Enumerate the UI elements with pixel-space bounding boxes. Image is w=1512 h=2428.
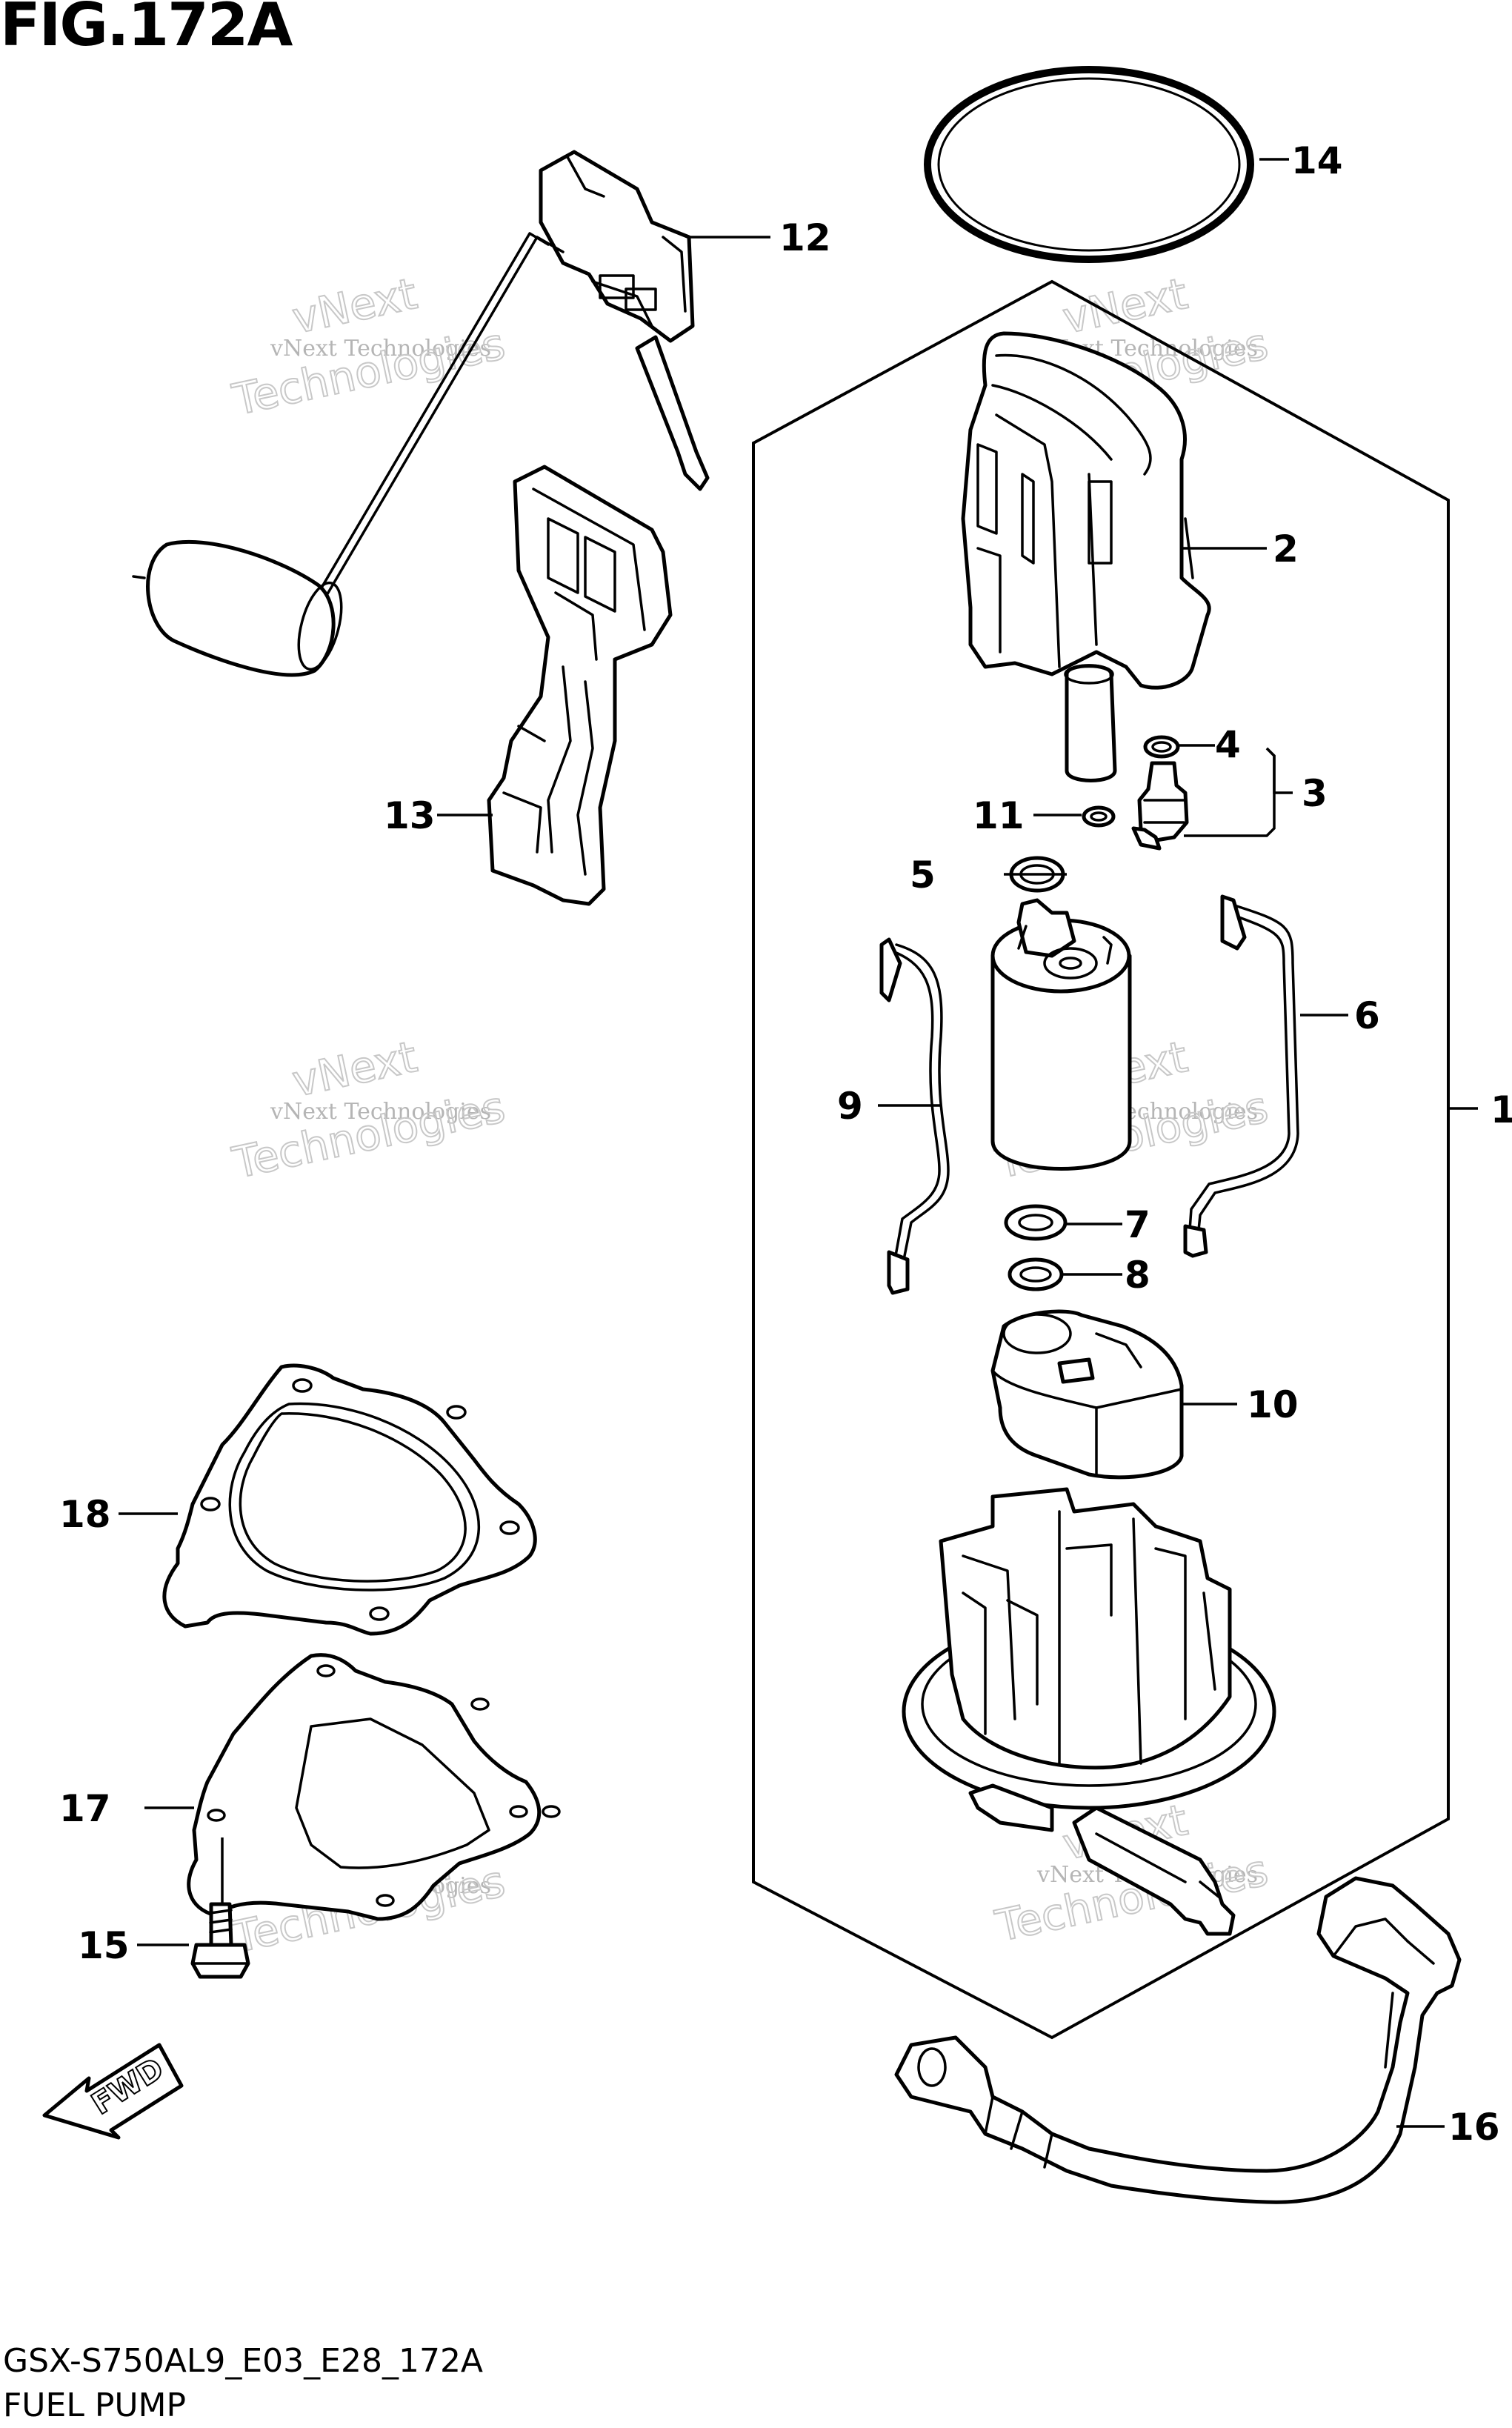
lead-wire-part-9 [879, 937, 950, 1295]
fwd-arrow-icon: FWD [42, 2043, 184, 2140]
figure-code: GSX-S750AL9_E03_E28_172A [3, 2342, 484, 2380]
watermark-mid-left: vNext Technologies vNext Technologies [227, 1031, 510, 1189]
callout-10: 10 [1247, 1383, 1299, 1426]
callout-8: 8 [1125, 1254, 1150, 1297]
callout-2: 2 [1273, 528, 1299, 571]
fuel-float-part-12 [132, 540, 343, 677]
figure-name: FUEL PUMP [3, 2387, 187, 2424]
svg-text:Technologies: Technologies [228, 1082, 510, 1188]
callout-15: 15 [78, 1924, 130, 1967]
callout-3: 3 [1302, 772, 1328, 815]
filter-cap-part-10 [990, 1309, 1184, 1480]
fuel-outlet-pipe [1072, 1806, 1236, 1936]
o-ring-part-4 [1143, 735, 1180, 759]
leader-lines [119, 158, 1478, 2128]
callout-5: 5 [910, 854, 936, 897]
callout-labels: 1 2 3 4 5 6 7 8 9 10 11 12 13 14 15 16 1… [59, 139, 1512, 2149]
pump-base-plate [902, 1487, 1276, 1832]
figure-title: FIG.172A [0, 0, 293, 59]
callout-4: 4 [1215, 723, 1241, 766]
svg-text:vNext: vNext [288, 1031, 422, 1107]
bracket-part-13 [487, 465, 673, 906]
callout-12: 12 [779, 216, 831, 259]
fuel-pump-motor [990, 898, 1132, 1171]
assembly-outline [752, 279, 1450, 2040]
callout-11: 11 [973, 794, 1025, 837]
plate-part-17 [187, 1653, 561, 1921]
callout-14: 14 [1291, 139, 1343, 182]
o-ring-part-14 [924, 66, 1254, 263]
callout-1: 1 [1491, 1088, 1512, 1131]
fuel-level-gauge-part-12 [317, 150, 710, 598]
pressure-regulator-part-3 [1131, 761, 1189, 851]
callout-6: 6 [1354, 994, 1380, 1037]
watermark-top-left: vNext Technologies vNext Technologies [227, 267, 510, 426]
o-ring-part-8 [1008, 1257, 1064, 1291]
fuel-hose-part-16 [894, 1876, 1462, 2204]
svg-text:vNext: vNext [288, 268, 422, 344]
o-ring-part-7 [1004, 1204, 1068, 1241]
pump-case-part-2 [961, 331, 1211, 782]
callout-18: 18 [59, 1493, 111, 1536]
callout-13: 13 [384, 794, 436, 837]
svg-text:vNext Technologies: vNext Technologies [270, 1099, 491, 1125]
lead-wire-part-6 [1183, 894, 1299, 1258]
svg-text:Technologies: Technologies [228, 319, 510, 425]
callout-9: 9 [837, 1085, 863, 1128]
svg-text:vNext Technologies: vNext Technologies [270, 336, 491, 362]
callout-16: 16 [1448, 2106, 1500, 2149]
callout-17: 17 [59, 1787, 111, 1830]
callout-7: 7 [1125, 1203, 1150, 1246]
o-ring-part-11 [1082, 805, 1116, 828]
svg-text:vNext: vNext [1059, 268, 1192, 344]
bolt-part-15 [190, 1902, 250, 1979]
gasket-part-18 [162, 1363, 537, 1636]
